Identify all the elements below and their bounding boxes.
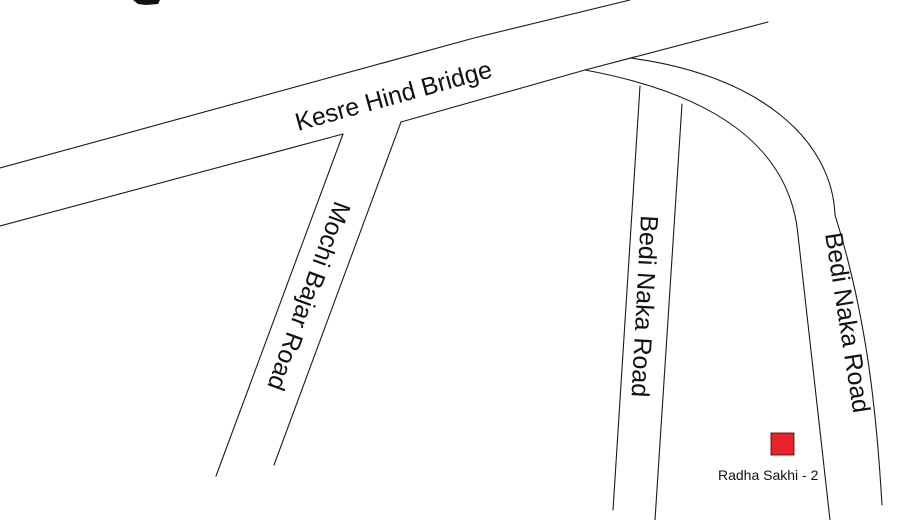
landmark-radha-sakhi-2[interactable]: Radha Sakhi - 2 — [718, 432, 819, 483]
road-edge-right — [629, 57, 883, 506]
road-edge-right — [273, 121, 402, 466]
cropped-heading-fragment — [133, 0, 160, 5]
road-bedi-naka-east — [584, 57, 883, 520]
road-edge-right — [654, 103, 683, 520]
road-edge-left — [612, 85, 641, 511]
landmark-label: Radha Sakhi - 2 — [718, 467, 819, 483]
label-kesre-hind-bridge: Kesre Hind Bridge — [292, 56, 495, 137]
road-bedi-naka-west — [612, 85, 683, 520]
label-bedi-naka-road-west: Bedi Naka Road — [625, 215, 662, 398]
road-edge-left — [215, 133, 344, 477]
location-marker-icon[interactable] — [770, 432, 795, 456]
road-mochi-bajar — [215, 121, 402, 477]
road-edge-left — [584, 69, 831, 520]
label-bedi-naka-road-east: Bedi Naka Road — [819, 231, 875, 415]
road-edge-upper — [0, 0, 631, 169]
road-edge-lower — [0, 21, 769, 227]
